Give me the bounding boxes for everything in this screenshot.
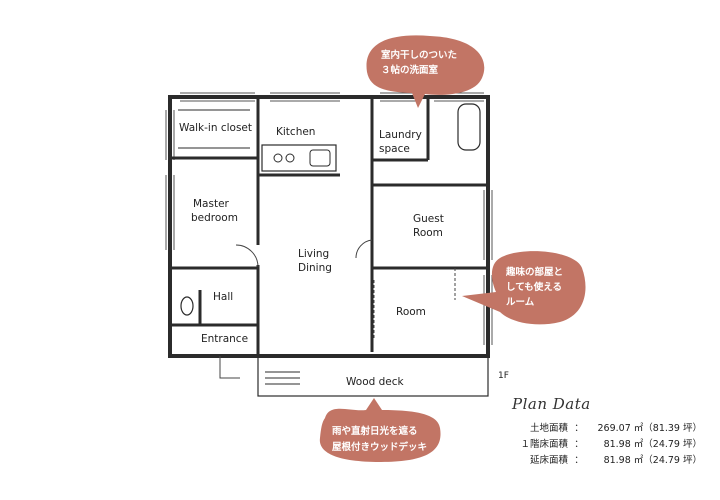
label-laundry-2: space xyxy=(379,143,410,155)
plan-data-row: 延床面積 ： 81.98 ㎡（24.79 坪） xyxy=(505,452,702,468)
label-kitchen: Kitchen xyxy=(276,126,315,138)
plan-data-row: １階床面積 ： 81.98 ㎡（24.79 坪） xyxy=(505,436,702,452)
callout-deck-line2: 屋根付きウッドデッキ xyxy=(332,441,427,453)
plan-data-value: 81.98 ㎡（24.79 坪） xyxy=(603,439,702,450)
label-master-2: bedroom xyxy=(191,212,238,224)
callout-hobby-line2: しても使える xyxy=(506,281,562,293)
label-entrance: Entrance xyxy=(201,333,248,345)
plan-data-sep: ： xyxy=(574,455,584,466)
label-guest-2: Room xyxy=(413,227,443,239)
label-master-1: Master xyxy=(193,198,230,210)
label-wood-deck: Wood deck xyxy=(346,376,405,388)
callout-hobby: 趣味の部屋と しても使える ルーム xyxy=(462,251,586,325)
callout-laundry-line2: ３帖の洗面室 xyxy=(381,64,439,76)
plan-data-label: 土地面積 xyxy=(529,423,568,434)
label-laundry-1: Laundry xyxy=(379,129,422,141)
label-guest-1: Guest xyxy=(413,213,444,225)
label-living: Living xyxy=(298,248,329,260)
plan-data-sep: ： xyxy=(574,439,584,450)
plan-data-table: 土地面積 ： 269.07 ㎡（81.39 坪） １階床面積 ： 81.98 ㎡… xyxy=(505,420,702,468)
floor-label: 1F xyxy=(498,371,509,381)
callout-laundry: 室内干しのついた ３帖の洗面室 xyxy=(366,35,485,108)
callout-laundry-line1: 室内干しのついた xyxy=(381,49,457,61)
walls xyxy=(165,92,493,397)
plan-data-row: 土地面積 ： 269.07 ㎡（81.39 坪） xyxy=(505,420,702,436)
callout-hobby-line3: ルーム xyxy=(506,297,535,308)
plan-data-value: 269.07 ㎡（81.39 坪） xyxy=(597,423,702,434)
plan-data-label: 延床面積 xyxy=(529,455,568,466)
label-hall: Hall xyxy=(213,291,233,303)
callout-deck-line1: 雨や直射日光を遮る xyxy=(332,425,418,437)
plan-data-label: １階床面積 xyxy=(520,439,568,450)
callout-deck: 雨や直射日光を遮る 屋根付きウッドデッキ xyxy=(319,398,441,462)
plan-data-sep: ： xyxy=(574,423,584,434)
label-dining: Dining xyxy=(298,262,332,274)
label-walk-in-closet: Walk-in closet xyxy=(179,122,252,134)
label-room: Room xyxy=(396,306,426,318)
plan-data-title: Plan Data xyxy=(512,395,591,413)
plan-data-value: 81.98 ㎡（24.79 坪） xyxy=(603,455,702,466)
callout-hobby-line1: 趣味の部屋と xyxy=(505,266,563,278)
